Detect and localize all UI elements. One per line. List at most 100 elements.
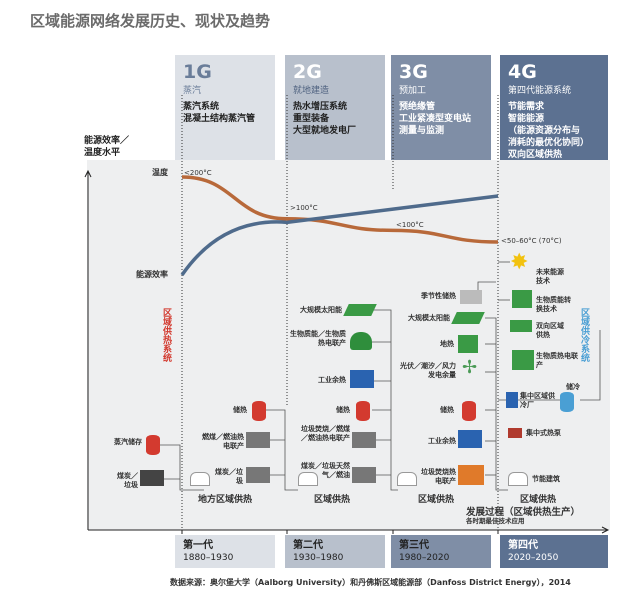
gen-code: 2G [293, 61, 322, 83]
gen-desc: 预绝缘管 [399, 102, 436, 112]
temp-value: <100°C [396, 221, 424, 229]
gen-period-1: 第一代 1880–1930 [175, 535, 275, 568]
gen-years: 2020–2050 [508, 553, 559, 563]
heat-pump-icon [508, 428, 522, 438]
solar-panel-icon [451, 312, 485, 324]
page-title: 区域能源网络发展历史、现状及趋势 [30, 12, 271, 30]
item-label: 煤炭／垃圾 [117, 472, 138, 489]
item-label: 生物质热电联产 [536, 352, 578, 369]
item-label: 煤炭／垃圾天然气／燃油 [301, 462, 350, 479]
item-label: 集中式热泵 [526, 429, 561, 437]
item-label: 工业余热 [318, 376, 346, 384]
heating-system-label: 区域供热系统 [161, 308, 171, 362]
source-note: 数据来源：奥尔堡大学（Aalborg University）和丹佛斯区域能源部（… [170, 578, 571, 587]
item-label: 燃煤／燃油热电联产 [202, 433, 244, 450]
gen-code: 3G [399, 61, 428, 83]
item-label: 垃圾焚烧／燃煤／燃油热电联产 [301, 425, 350, 442]
factory-icon [350, 370, 374, 388]
gen-years: 1880–1930 [183, 553, 234, 563]
y-label-line: 能源效率／ [84, 136, 130, 146]
biomass-tree-icon [350, 332, 372, 350]
temperature-curve [181, 175, 499, 244]
item-label: 储热 [336, 406, 350, 414]
gen-desc: 工业紧凑型变电站 [399, 114, 472, 124]
gen-period-3: 第三代 1980–2020 [391, 535, 491, 568]
item-label: 光伏／潮汐／风力发电余量 [400, 362, 456, 379]
house-icon [508, 472, 528, 486]
cooling-plant-icon [506, 392, 518, 408]
y-axis-label: 能源效率／温度水平 [84, 135, 129, 159]
house-icon [298, 472, 318, 486]
chp-plant-icon [352, 432, 376, 448]
house-icon [190, 472, 210, 486]
solar-panel-icon [343, 304, 377, 316]
biomass-conversion-icon [512, 290, 532, 308]
storage-tank-icon [356, 401, 370, 421]
sun-star-icon: ✸ [510, 250, 529, 275]
cooling-system-label: 区域供冷系统 [579, 308, 589, 362]
item-label: 季节性储热 [421, 292, 456, 300]
gen-desc: 蒸汽系统 [183, 102, 220, 112]
temp-value: >100°C [290, 204, 318, 212]
gen-name: 第一代 [183, 540, 213, 551]
item-label: 储热 [440, 406, 454, 414]
section-label: 地方区域供热 [198, 495, 253, 505]
storage-tank-icon [146, 435, 160, 455]
gen-desc: 双向区域供热 [508, 150, 563, 160]
gen-desc: （能源资源分布与 [508, 126, 581, 136]
storage-tank-icon [252, 401, 266, 421]
item-label: 未来能源技术 [536, 268, 564, 285]
gen-desc: 测量与监测 [399, 126, 445, 136]
bidirectional-heating-icon [510, 320, 532, 332]
item-label: 生物质能转换技术 [536, 296, 571, 313]
gen-sub: 预加工 [399, 86, 427, 96]
gen-desc: 大型就地发电厂 [293, 126, 357, 136]
item-label: 大规模太阳能 [408, 314, 450, 322]
gen-years: 1980–2020 [399, 553, 450, 563]
band-3g: 3G 预加工预绝缘管工业紧凑型变电站测量与监测 [391, 55, 491, 160]
item-label: 地热 [440, 340, 454, 348]
factory-icon [458, 430, 482, 448]
geothermal-icon [458, 335, 478, 353]
item-label: 垃圾焚烧热电联产 [421, 468, 456, 485]
item-label: 工业余热 [428, 437, 456, 445]
section-label: 区域供热 [418, 495, 455, 505]
gen-desc: 重型装备 [293, 114, 330, 124]
coal-plant-icon [352, 467, 376, 483]
x-axis-label: 发展过程（区域供热生产） [466, 507, 581, 518]
item-label: 集中区域供冷厂 [520, 392, 555, 409]
section-label: 区域供热 [520, 495, 557, 505]
item-label: 蒸汽储存 [114, 438, 142, 446]
efficiency-curve [180, 194, 499, 276]
item-label: 储冷 [566, 383, 580, 391]
gen-name: 第二代 [293, 540, 323, 551]
temp-value: <50–60°C (70°C) [501, 237, 562, 245]
gen-code: 1G [183, 61, 212, 83]
seasonal-storage-icon [460, 290, 482, 304]
incinerator-icon [458, 465, 484, 485]
gen-desc: 智能能源 [508, 114, 545, 124]
gen-desc: 混凝土结构蒸汽管 [183, 114, 256, 124]
coal-plant-icon [140, 470, 164, 486]
gen-sub: 就地建造 [293, 86, 330, 96]
gen-period-2: 第二代 1930–1980 [285, 535, 385, 568]
gen-name: 第三代 [399, 540, 429, 551]
x-axis-sublabel: 各时期最佳技术应用 [466, 517, 525, 525]
temperature-label: 温度 [152, 168, 168, 177]
efficiency-label: 能源效率 [136, 270, 168, 279]
gen-sub: 第四代能源系统 [508, 86, 572, 96]
gen-desc: 节能需求 [508, 102, 545, 112]
item-label: 生物质能／生物质热电联产 [290, 330, 346, 347]
section-label: 区域供热 [314, 495, 351, 505]
connector-lines [160, 261, 601, 491]
item-label: 双向区域供热 [536, 322, 564, 339]
biomass-chp-icon [512, 350, 534, 370]
item-label: 煤炭／垃圾 [215, 468, 243, 485]
item-label: 节能建筑 [532, 475, 560, 483]
temp-value: <200°C [184, 169, 212, 177]
gen-years: 1930–1980 [293, 553, 344, 563]
